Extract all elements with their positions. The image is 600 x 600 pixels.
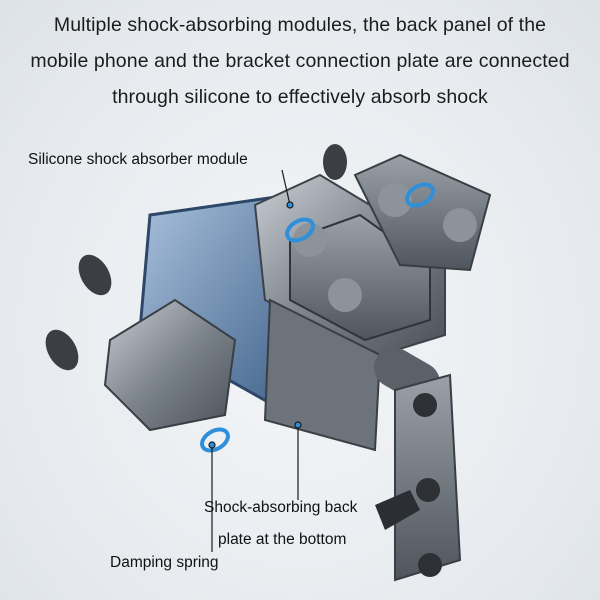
callout-back-plate-line-1: Shock-absorbing back <box>204 499 358 516</box>
headline-line-2: mobile phone and the bracket connection … <box>30 50 570 72</box>
knobs <box>45 144 477 371</box>
callout-silicone-shock-absorber-module: Silicone shock absorber module <box>28 151 248 168</box>
callout-damping-spring: Damping spring <box>110 554 219 571</box>
headline-line-1: Multiple shock-absorbing modules, the ba… <box>53 14 547 36</box>
damping-springs <box>200 182 435 453</box>
mount-arm <box>374 347 462 582</box>
headline-line-3: through silicone to effectively absorb s… <box>112 86 488 108</box>
callout-leader-lines <box>208 169 302 552</box>
callout-back-plate-line-2: plate at the bottom <box>218 531 347 548</box>
